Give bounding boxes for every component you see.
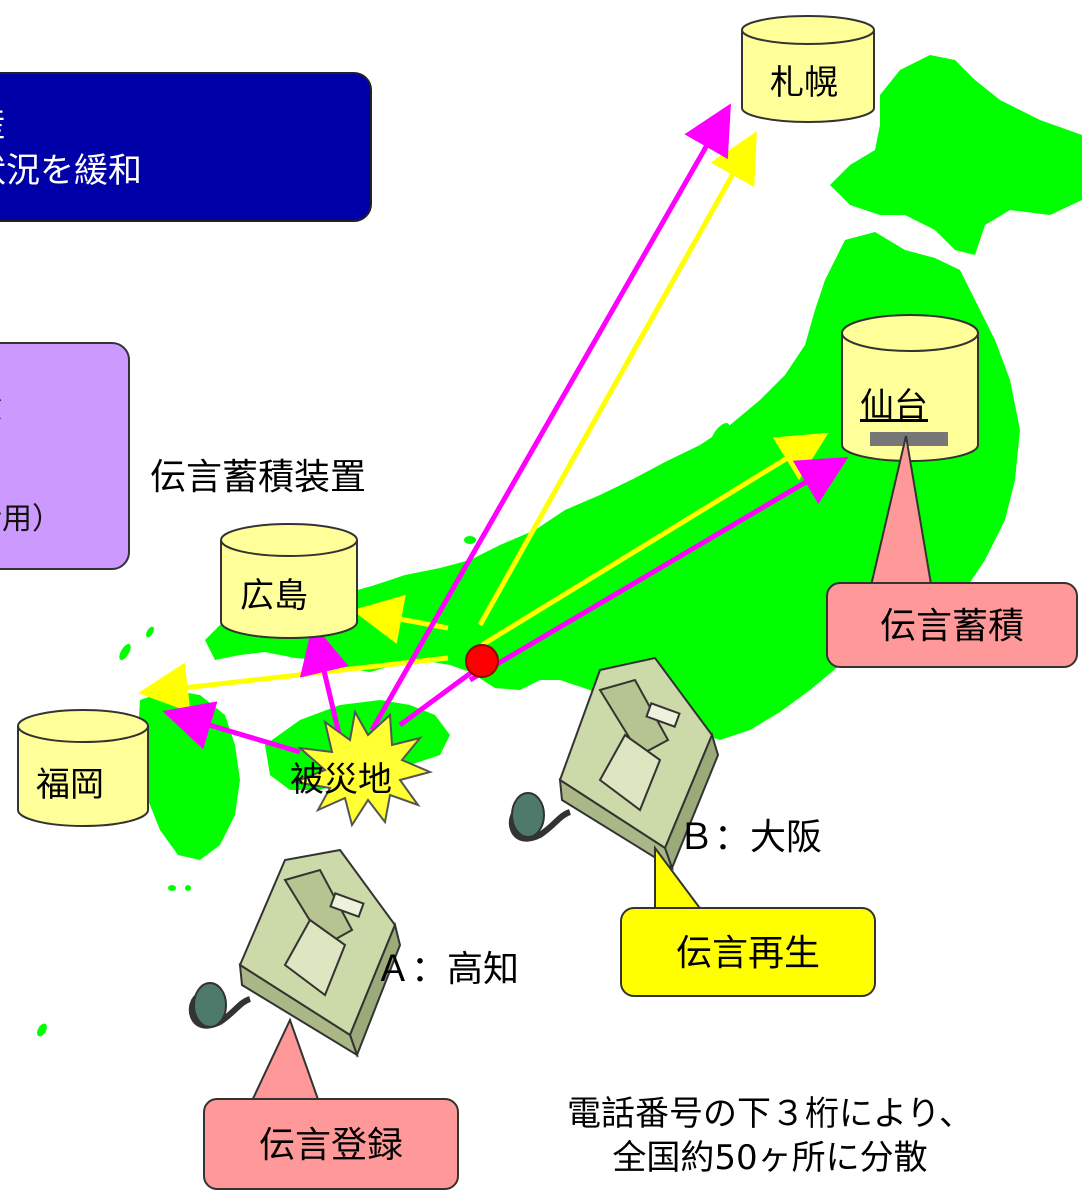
db-sapporo [741, 15, 875, 123]
hokkaido-island [830, 55, 1082, 255]
storage-device-label: 伝言蓄積装置 [150, 457, 367, 498]
info-box-purple-line2 [0, 436, 128, 492]
db-sendai-label: 仙台 [860, 386, 928, 426]
arrow-yellow-sendai [480, 432, 829, 648]
phone-a-label: Ａ：高知 [375, 949, 520, 990]
callout-store: 伝言蓄積 [826, 582, 1078, 668]
arrow-magenta-sapporo [369, 103, 731, 732]
retrieve-arrows [138, 131, 829, 713]
db-sapporo-label: 札幌 [770, 63, 838, 103]
distribution-note-line1: 電話番号の下３桁により、 [567, 1094, 973, 1134]
telephone-a-icon [188, 848, 402, 1058]
db-hiroshima [220, 523, 358, 639]
info-box-purple-line1: 積 [0, 380, 128, 436]
arrow-magenta-origin [398, 669, 474, 728]
oki-island [464, 536, 476, 544]
info-box-blue-line1: 産 [0, 102, 370, 148]
phone-b-label: Ｂ：大阪 [678, 817, 823, 858]
disaster-area-label: 被災地 [290, 760, 392, 800]
island-west-2 [146, 626, 154, 638]
info-box-blue: 産 状況を緩和 [0, 72, 372, 222]
info-box-purple: 積 活用） [0, 342, 130, 570]
callout-register: 伝言登録 [203, 1098, 459, 1190]
arrow-yellow-sapporo [477, 131, 757, 627]
arrow-magenta-sendai [468, 456, 849, 683]
honshu-island [205, 232, 1020, 740]
kyushu-island [138, 690, 240, 860]
db-fukuoka [17, 709, 149, 827]
origin-dot [465, 644, 499, 678]
sendai-slot [870, 432, 948, 446]
island-south-1 [168, 885, 176, 891]
store-arrows [162, 103, 849, 755]
island-west-1 [119, 643, 131, 661]
sado-island [710, 423, 730, 447]
db-sendai [841, 314, 979, 462]
info-box-purple-line3: 活用） [0, 502, 62, 537]
info-box-blue-line2: 状況を緩和 [0, 151, 142, 191]
distribution-note: 電話番号の下３桁により、 全国約50ヶ所に分散 [490, 1092, 1050, 1180]
island-south-2 [185, 885, 191, 891]
distribution-note-line2: 全国約50ヶ所に分散 [612, 1138, 928, 1178]
arrow-yellow-fukuoka [138, 655, 449, 713]
arrow-magenta-hiroshima [299, 623, 349, 739]
db-hiroshima-label: 広島 [240, 576, 308, 616]
callout-register-pointer [248, 1017, 322, 1106]
arrow-magenta-fukuoka [162, 701, 301, 755]
callout-playback: 伝言再生 [620, 907, 876, 997]
disaster-burst [291, 709, 434, 828]
db-fukuoka-label: 福岡 [36, 765, 104, 805]
island-south-3 [37, 1023, 47, 1037]
telephone-b-icon [508, 656, 720, 871]
